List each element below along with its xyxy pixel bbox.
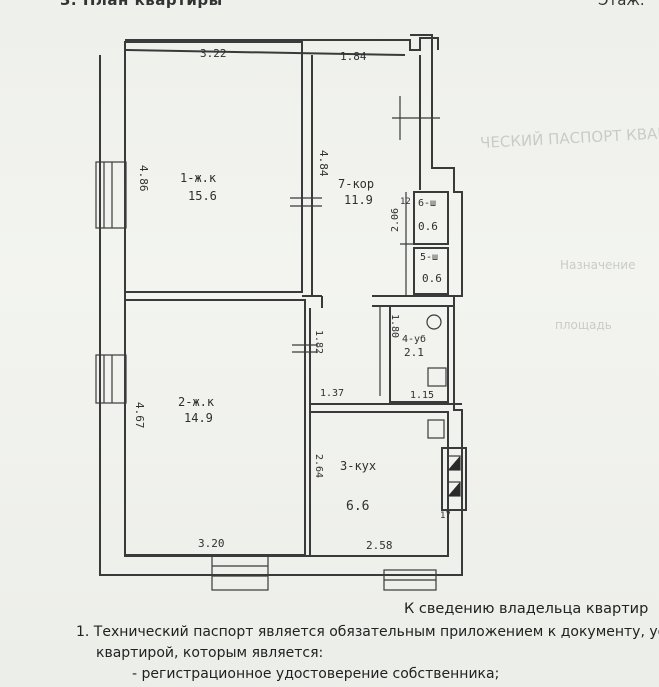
top-wall bbox=[125, 37, 439, 51]
bathroom-outline bbox=[389, 305, 449, 403]
room-3-area: 6.6 bbox=[346, 499, 369, 514]
watermark-text: площадь bbox=[555, 318, 612, 332]
entrance-steps-left bbox=[211, 555, 269, 591]
dim-kitchen-mark: 17 bbox=[440, 511, 451, 521]
top-wall-inner bbox=[124, 49, 406, 56]
room-4-area: 2.1 bbox=[404, 346, 424, 359]
dim-room1-width: 3.22 bbox=[200, 47, 227, 60]
dim-kitchen-width: 2.58 bbox=[366, 539, 393, 552]
sink-icon bbox=[426, 314, 442, 330]
room-6-name: 6-ш bbox=[418, 198, 436, 209]
closet-5-outline bbox=[413, 247, 449, 295]
room-5-name: 5-ш bbox=[420, 252, 438, 263]
dim-corridor-height: 4.84 bbox=[317, 150, 330, 177]
room-4-name: 4-уб bbox=[402, 333, 426, 345]
room-3-name: 3-кух bbox=[340, 459, 376, 473]
notice-line-1: 1. Технический паспорт является обязател… bbox=[76, 624, 659, 640]
room-1-name: 1-ж.к bbox=[180, 171, 217, 185]
dim-room1-height: 4.86 bbox=[137, 165, 150, 192]
watermark-text: Назначение bbox=[560, 258, 636, 272]
dim-kitchen-height: 2.64 bbox=[313, 454, 324, 478]
closet-6-outline bbox=[413, 191, 449, 245]
kitchen-outline bbox=[309, 411, 449, 557]
dim-hall-height: 1.82 bbox=[313, 330, 324, 354]
room-2-outline bbox=[124, 299, 306, 556]
room-7-area: 11.9 bbox=[344, 193, 373, 207]
kitchen-sink bbox=[427, 419, 445, 439]
floor-label: Этаж. bbox=[598, 0, 645, 9]
notice-line-3: - регистрационное удостоверение собствен… bbox=[132, 666, 500, 682]
room-5-area: 0.6 bbox=[422, 272, 442, 285]
dim-hall-width: 1.37 bbox=[320, 388, 344, 399]
dim-bath-height: 1.80 bbox=[389, 314, 400, 338]
dim-corridor-width: 1.84 bbox=[340, 50, 367, 63]
dim-room2-width: 3.20 bbox=[198, 537, 225, 550]
dim-room2-height: 4.67 bbox=[133, 402, 146, 429]
outer-wall bbox=[99, 34, 463, 576]
dim-closet-small: 12 bbox=[400, 197, 411, 207]
plan-title: 3. План квартиры bbox=[60, 0, 223, 9]
stove-block bbox=[441, 447, 467, 511]
room-1-area: 15.6 bbox=[188, 189, 217, 203]
bathtub bbox=[427, 367, 447, 387]
notice-heading: К сведению владельца квартир bbox=[404, 601, 649, 617]
notice-line-2: квартирой, которым является: bbox=[96, 645, 324, 661]
dim-bath-width: 1.15 bbox=[410, 390, 434, 401]
room-1-outline bbox=[124, 41, 303, 293]
room-2-name: 2-ж.к bbox=[178, 395, 215, 409]
room-6-area: 0.6 bbox=[418, 220, 438, 233]
room-7-name: 7-кор bbox=[338, 177, 374, 191]
dim-closets-height: 2.06 bbox=[390, 208, 401, 232]
room-2-area: 14.9 bbox=[184, 411, 213, 425]
